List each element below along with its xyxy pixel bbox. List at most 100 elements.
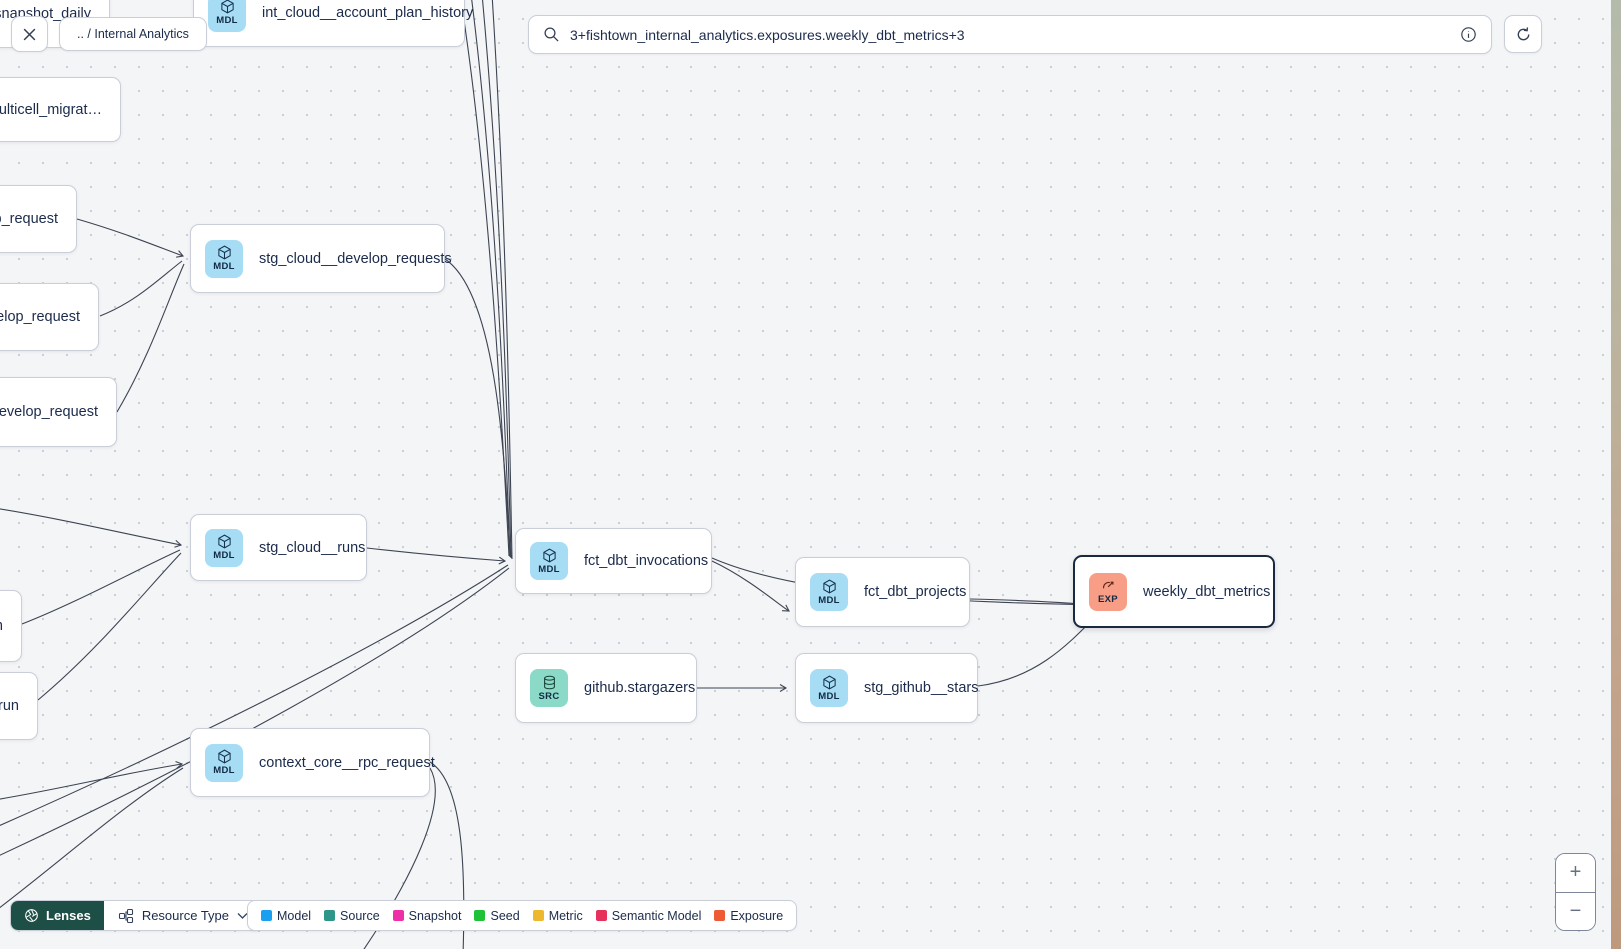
- cube-icon: [542, 548, 556, 562]
- graph-node-multicell-migrat[interactable]: multicell_migrat…: [0, 77, 121, 142]
- legend-label: Semantic Model: [611, 908, 702, 923]
- graph-node-github-stargazers[interactable]: SRC github.stargazers: [515, 653, 697, 723]
- model-badge: MDL: [205, 239, 243, 278]
- badge-label: MDL: [818, 594, 840, 606]
- graph-node-context-core-rpc-request[interactable]: MDL context_core__rpc_request: [190, 728, 435, 797]
- badge-label: MDL: [216, 15, 238, 26]
- graph-node-fct-dbt-projects[interactable]: MDL fct_dbt_projects: [795, 557, 970, 627]
- cube-icon: [220, 0, 234, 14]
- database-icon: [543, 675, 555, 689]
- node-label: int_cloud__account_plan_history: [262, 4, 474, 21]
- graph-node-p-request[interactable]: p_request: [0, 185, 77, 253]
- search-icon: [544, 27, 559, 42]
- resource-type-legend: Model Source Snapshot Seed Metric Semant…: [247, 900, 798, 931]
- seed-swatch: [474, 910, 486, 921]
- graph-node-n[interactable]: n: [0, 590, 22, 662]
- model-badge: MDL: [530, 542, 568, 580]
- node-label: context_core__rpc_request: [259, 754, 435, 771]
- refresh-button[interactable]: [1504, 15, 1542, 53]
- legend-item-model: Model: [261, 909, 311, 923]
- node-label: github.stargazers: [584, 680, 696, 696]
- graph-node-int-cloud-account-plan-history[interactable]: MDL int_cloud__account_plan_history: [193, 0, 473, 47]
- model-badge: MDL: [810, 669, 848, 707]
- source-badge: SRC: [530, 669, 568, 707]
- node-label: .develop_request: [0, 404, 98, 420]
- graph-node-develop-request[interactable]: .develop_request: [0, 377, 117, 447]
- breadcrumb[interactable]: .. / Internal Analytics: [59, 17, 207, 51]
- node-label: p_request: [0, 211, 58, 227]
- model-badge: MDL: [205, 743, 243, 782]
- desktop-wallpaper-edge: [1611, 0, 1621, 949]
- chevron-down-icon: [237, 912, 248, 919]
- node-label: stg_cloud__runs: [259, 539, 366, 556]
- lens-aperture-icon: [25, 909, 38, 922]
- node-label: n: [0, 618, 3, 634]
- gauge-icon: [1102, 581, 1113, 589]
- graph-node-stg-cloud-runs[interactable]: MDL stg_cloud__runs: [190, 514, 367, 581]
- model-swatch: [261, 910, 272, 921]
- close-button[interactable]: [11, 16, 48, 52]
- semantic-model-swatch: [595, 910, 607, 921]
- exposure-swatch: [714, 910, 726, 921]
- cube-icon: [217, 534, 231, 549]
- badge-label: MDL: [213, 261, 235, 272]
- node-label: weekly_dbt_metrics: [1143, 583, 1271, 600]
- breadcrumb-label: .. / Internal Analytics: [77, 27, 189, 41]
- lenses-toolbar: Lenses Resource Type: [10, 900, 264, 931]
- source-swatch: [324, 910, 336, 921]
- graph-node-fct-dbt-invocations[interactable]: MDL fct_dbt_invocations: [515, 528, 712, 594]
- zoom-in-button[interactable]: +: [1556, 854, 1595, 892]
- model-badge: MDL: [208, 0, 246, 32]
- badge-label: MDL: [213, 550, 235, 561]
- resource-type-label: Resource Type: [141, 908, 230, 923]
- legend-label: Source: [340, 908, 380, 923]
- lenses-label: Lenses: [46, 908, 91, 923]
- search-input[interactable]: [570, 26, 1450, 43]
- cube-icon: [822, 675, 836, 689]
- zoom-control: + −: [1555, 853, 1596, 931]
- graph-node-weekly-dbt-metrics[interactable]: EXP weekly_dbt_metrics: [1073, 555, 1275, 628]
- cube-icon: [217, 749, 231, 764]
- legend-item-metric: Metric: [532, 908, 583, 923]
- resource-graph-icon: [118, 908, 133, 923]
- badge-label: SRC: [538, 690, 560, 702]
- search-bar: [528, 15, 1492, 54]
- badge-label: MDL: [213, 765, 235, 776]
- refresh-icon: [1517, 26, 1529, 40]
- metric-swatch: [532, 910, 544, 921]
- zoom-divider: [1556, 891, 1595, 893]
- close-icon: [23, 28, 36, 40]
- cube-icon: [217, 245, 231, 260]
- zoom-out-button[interactable]: −: [1556, 892, 1595, 930]
- lenses-button[interactable]: Lenses: [11, 901, 104, 930]
- legend-item-exposure: Exposure: [714, 909, 783, 923]
- legend-label: Snapshot: [408, 908, 462, 923]
- graph-node-stg-cloud-develop-requests[interactable]: MDL stg_cloud__develop_requests: [190, 224, 452, 293]
- model-badge: MDL: [810, 573, 848, 611]
- resource-type-dropdown[interactable]: Resource Type: [103, 901, 263, 930]
- legend-item-semantic-model: Semantic Model: [595, 908, 702, 923]
- badge-label: EXP: [1098, 594, 1118, 605]
- node-label: fct_dbt_invocations: [584, 553, 709, 569]
- node-label: fct_dbt_projects: [864, 584, 967, 600]
- node-label: multicell_migrat…: [0, 101, 102, 118]
- model-badge: MDL: [205, 528, 243, 567]
- node-label: .run: [0, 698, 19, 714]
- info-icon[interactable]: [1460, 26, 1477, 43]
- snapshot-swatch: [392, 910, 404, 921]
- graph-node-stg-github-stars[interactable]: MDL stg_github__stars: [795, 653, 978, 723]
- node-label: velop_request: [0, 309, 80, 325]
- badge-label: MDL: [538, 563, 560, 575]
- legend-label: Metric: [548, 908, 583, 923]
- legend-item-seed: Seed: [474, 908, 520, 923]
- node-label: stg_github__stars: [864, 680, 979, 696]
- node-label: stg_cloud__develop_requests: [259, 250, 452, 267]
- legend-item-source: Source: [324, 909, 380, 923]
- exposure-badge: EXP: [1089, 572, 1127, 611]
- legend-item-snapshot: Snapshot: [392, 908, 462, 923]
- graph-node-velop-request[interactable]: velop_request: [0, 283, 99, 351]
- graph-node-run[interactable]: .run: [0, 672, 38, 740]
- badge-label: MDL: [818, 690, 840, 702]
- legend-label: Seed: [490, 908, 520, 923]
